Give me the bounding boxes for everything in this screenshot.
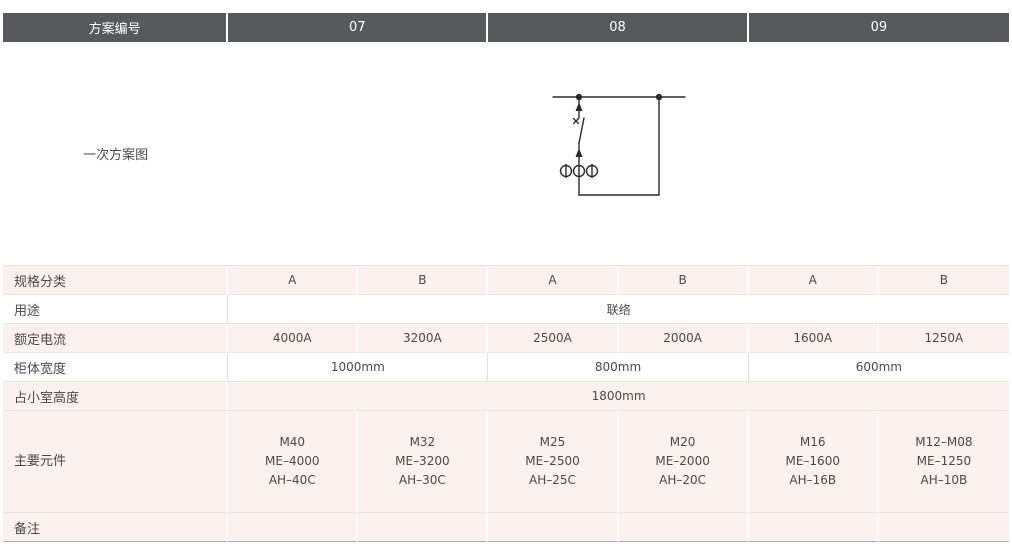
cabinet-width-cell: 800mm	[488, 353, 749, 382]
component-line: AH–16B	[789, 473, 837, 487]
primary-diagram-cell	[228, 42, 1009, 266]
cabinet-width-label: 柜体宽度	[3, 353, 229, 382]
component-line: M20	[669, 435, 696, 449]
component-line: M32	[409, 435, 436, 449]
usage-value: 联络	[228, 295, 1009, 324]
remarks-cell	[748, 513, 879, 542]
cabinet-width-row: 柜体宽度 1000mm 800mm 600mm	[3, 353, 1009, 382]
component-line: AH–25C	[529, 473, 576, 487]
main-components-cell: M20 ME–2000 AH–20C	[618, 411, 749, 513]
bus-junction-dot-left	[575, 93, 582, 100]
header-scheme-08: 08	[488, 13, 749, 42]
cabinet-width-cell: 600mm	[748, 353, 1009, 382]
spec-class-cell: A	[228, 266, 359, 295]
component-line: M25	[539, 435, 566, 449]
bus-junction-dot-right	[655, 93, 662, 100]
spec-class-cell: A	[748, 266, 879, 295]
breaker-cross-icon	[572, 117, 579, 124]
main-components-row: 主要元件 M40 ME–4000 AH–40C M32 ME–3200 AH–3…	[3, 411, 1009, 513]
cabinet-width-cell: 1000mm	[228, 353, 489, 382]
breaker-blade-line	[577, 116, 585, 144]
usage-row: 用途 联络	[3, 295, 1009, 324]
remarks-cell	[228, 513, 359, 542]
component-line: ME–4000	[265, 454, 320, 468]
main-components-cell: M25 ME–2500 AH–25C	[488, 411, 619, 513]
main-components-cell: M16 ME–1600 AH–16B	[748, 411, 879, 513]
spec-class-cell: B	[358, 266, 489, 295]
rated-current-cell: 3200A	[358, 324, 489, 353]
remarks-cell	[618, 513, 749, 542]
main-components-cell: M12–M08 ME–1250 AH–10B	[878, 411, 1009, 513]
spec-class-cell: B	[878, 266, 1009, 295]
component-line: M16	[799, 435, 826, 449]
scheme-spec-table: 方案编号 07 08 09 一次方案图	[3, 13, 1009, 542]
component-line: M12–M08	[915, 435, 973, 449]
rated-current-cell: 2000A	[618, 324, 749, 353]
component-line: AH–30C	[398, 473, 446, 487]
rated-current-cell: 4000A	[228, 324, 359, 353]
header-scheme-09: 09	[748, 13, 1009, 42]
component-line: M40	[279, 435, 306, 449]
spec-class-cell: A	[488, 266, 619, 295]
header-row: 方案编号 07 08 09	[3, 13, 1009, 42]
remarks-cell	[878, 513, 1009, 542]
drawout-contact-arrow-bottom	[575, 147, 583, 157]
component-line: ME–1250	[916, 454, 972, 468]
component-line: AH–10B	[920, 473, 968, 487]
scheme-table-wrap: 方案编号 07 08 09 一次方案图	[3, 13, 1009, 542]
component-line: AH–40C	[268, 473, 316, 487]
rated-current-cell: 1600A	[748, 324, 879, 353]
header-scheme-number-label: 方案编号	[3, 13, 229, 42]
remarks-cell	[358, 513, 489, 542]
usage-label: 用途	[3, 295, 229, 324]
main-components-cell: M32 ME–3200 AH–30C	[358, 411, 489, 513]
drawout-contact-arrow-top	[575, 101, 583, 111]
main-components-label: 主要元件	[3, 411, 229, 513]
header-scheme-07: 07	[228, 13, 489, 42]
component-line: ME–2500	[525, 454, 580, 468]
remarks-row: 备注	[3, 513, 1009, 542]
compartment-height-row: 占小室高度 1800mm	[3, 382, 1009, 411]
bus-tie-circuit-diagram	[551, 93, 686, 196]
remarks-cell	[488, 513, 619, 542]
rated-current-cell: 1250A	[878, 324, 1009, 353]
compartment-height-label: 占小室高度	[3, 382, 229, 411]
rated-current-label: 额定电流	[3, 324, 229, 353]
spec-class-cell: B	[618, 266, 749, 295]
primary-diagram-row: 一次方案图	[3, 42, 1009, 266]
primary-diagram-label: 一次方案图	[3, 42, 229, 266]
rated-current-cell: 2500A	[488, 324, 619, 353]
compartment-height-value: 1800mm	[228, 382, 1009, 411]
remarks-label: 备注	[3, 513, 229, 542]
rated-current-row: 额定电流 4000A 3200A 2500A 2000A 1600A 1250A	[3, 324, 1009, 353]
component-line: ME–1600	[785, 454, 840, 468]
main-components-cell: M40 ME–4000 AH–40C	[228, 411, 359, 513]
component-line: ME–2000	[655, 454, 710, 468]
spec-class-row: 规格分类 A B A B A B	[3, 266, 1009, 295]
component-line: ME–3200	[395, 454, 450, 468]
ct-circles-icon	[559, 163, 598, 178]
spec-class-label: 规格分类	[3, 266, 229, 295]
component-line: AH–20C	[659, 473, 707, 487]
